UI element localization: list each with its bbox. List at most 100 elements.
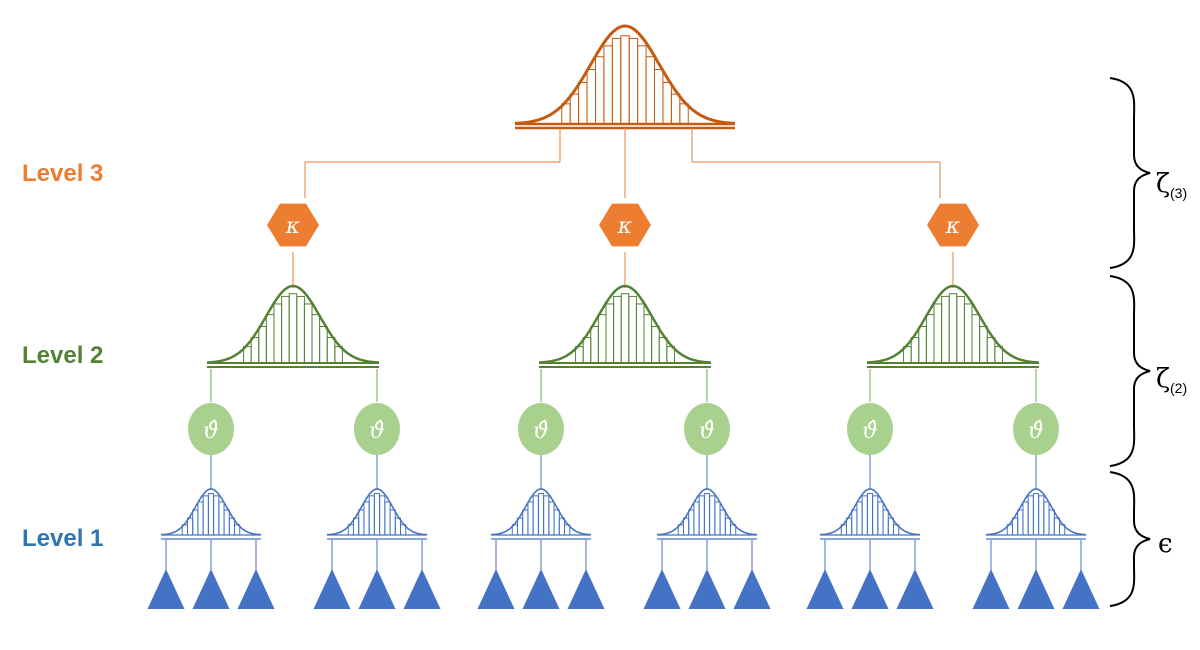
level-1-distribution-bar: [228, 517, 236, 536]
observation-triangle: [477, 569, 515, 609]
level-2-distribution-bar: [613, 295, 622, 364]
level-1-distribution-bar: [1038, 495, 1045, 536]
theta-hat-node: ϑ̂: [684, 403, 730, 455]
level-2-distribution-bar: [273, 303, 283, 364]
level-1-distribution-bar: [714, 501, 721, 536]
observation-triangle: [896, 569, 934, 609]
level-1-distribution-bar: [368, 495, 375, 536]
level-1-distribution-curve: [656, 488, 758, 536]
level-2-distribution-bar: [956, 295, 965, 364]
level-2-brace-icon: [1109, 275, 1151, 467]
level-1-distribution-bar: [379, 495, 386, 536]
level-1-distribution-bar: [516, 517, 524, 536]
level-1-distribution-bar: [1032, 493, 1040, 536]
level-1-distribution-bar: [1022, 501, 1029, 536]
kappa-symbol: κ: [945, 214, 961, 239]
level-3-distribution-bar: [628, 37, 639, 125]
level-1-distribution-bar: [553, 509, 560, 536]
level-2-distribution-bar: [605, 303, 615, 364]
level-1-distribution-bar: [845, 517, 853, 536]
kappa-node-shape: [599, 203, 651, 247]
level-2-distribution-bar: [635, 303, 645, 364]
level-1-distribution-bar: [543, 495, 550, 536]
kappa-symbol: κ: [285, 214, 301, 239]
level-2-distribution-curve: [206, 284, 380, 364]
kappa-node: κ: [927, 203, 979, 247]
level-1-label: Level 1: [22, 525, 104, 552]
level-2-distribution-bar: [597, 314, 607, 364]
level-1-distribution-bar: [186, 517, 194, 536]
level-3-distribution-curve: [514, 24, 736, 125]
level-2-distribution-bar: [948, 293, 958, 364]
level-2-distribution-bar: [643, 314, 653, 364]
level-2-distribution: [866, 284, 1040, 368]
level-2-distribution-bar: [963, 303, 973, 364]
level-1-distribution-bar: [1027, 495, 1034, 536]
level-1-distribution-bar: [724, 517, 732, 536]
observation-triangle: [192, 569, 230, 609]
observation-triangle: [1062, 569, 1100, 609]
level-2-distribution-bar: [918, 325, 927, 364]
level-1-distribution-bar: [358, 509, 365, 536]
level-3-distribution-bar: [620, 35, 630, 125]
level-2-distribution-bar: [628, 295, 637, 364]
level-2-distribution-bar: [910, 337, 920, 364]
observation-triangle: [358, 569, 396, 609]
level-1-distribution-bar: [1043, 501, 1050, 536]
level-2-distribution-bar: [258, 325, 267, 364]
theta-hat-node: ϑ̂: [518, 403, 564, 455]
level-1-distribution-bar: [1048, 509, 1055, 536]
observation-triangle: [643, 569, 681, 609]
level-1-distribution-bar: [698, 495, 705, 536]
level-1-distribution-bar: [548, 501, 555, 536]
level-1-distribution-bar: [872, 495, 879, 536]
level-3-brace-icon: [1109, 77, 1151, 269]
observation-triangle: [733, 569, 771, 609]
level-2-distribution-curve: [538, 284, 712, 364]
zeta-3-subscript: (3): [1170, 185, 1187, 201]
level-1-distribution-bar: [558, 517, 566, 536]
level-1-distribution-bar: [373, 493, 381, 536]
level-3-distribution-bar: [594, 56, 605, 125]
level-2-distribution-bar: [281, 295, 290, 364]
zeta-3-label: ζ: [1156, 169, 1170, 199]
level-1-distribution-bar: [1011, 517, 1019, 536]
level-1-distribution-curve: [160, 488, 262, 536]
kappa-symbol: κ: [617, 214, 633, 239]
level-1-distribution-bar: [223, 509, 230, 536]
level-2-distribution: [206, 284, 380, 368]
level-1-distribution-bar: [522, 509, 529, 536]
level-2-distribution-bar: [933, 303, 943, 364]
kappa-node-shape: [927, 203, 979, 247]
level-1-distribution-bar: [1053, 517, 1061, 536]
theta-hat-symbol: ϑ̂: [1028, 419, 1044, 444]
level-1-distribution-bar: [192, 509, 199, 536]
level-1-distribution-curve: [819, 488, 921, 536]
level-2-distribution: [538, 284, 712, 368]
level-3-distribution-bar: [578, 81, 588, 125]
theta-hat-node: ϑ̂: [1013, 403, 1059, 455]
level-3-distribution-bar: [679, 103, 689, 125]
level-1-distribution-bar: [527, 501, 534, 536]
level-1-distribution-bar: [218, 501, 225, 536]
level-3-distribution-bar: [654, 69, 664, 125]
level-1-distribution-bar: [693, 501, 700, 536]
level-1-distribution-curve: [490, 488, 592, 536]
level-2-distribution-bar: [971, 314, 981, 364]
level-2-distribution-bar: [288, 293, 298, 364]
level-1-distribution-bar: [202, 495, 209, 536]
level-2-label: Level 2: [22, 342, 104, 369]
level-1-distribution-bar: [719, 509, 726, 536]
zeta-2-label: ζ: [1156, 364, 1170, 394]
kappa-node: κ: [599, 203, 651, 247]
level-2-distribution-bar: [651, 325, 660, 364]
kappa-node-shape: [267, 203, 319, 247]
level-3-distribution-bar: [569, 93, 580, 125]
level-2-distribution-bar: [582, 337, 592, 364]
level-1-distribution-bar: [389, 509, 396, 536]
level-3-distribution-bar: [603, 45, 613, 125]
level-2-distribution-bar: [658, 337, 668, 364]
observation-triangle: [313, 569, 351, 609]
observation-triangle: [237, 569, 275, 609]
